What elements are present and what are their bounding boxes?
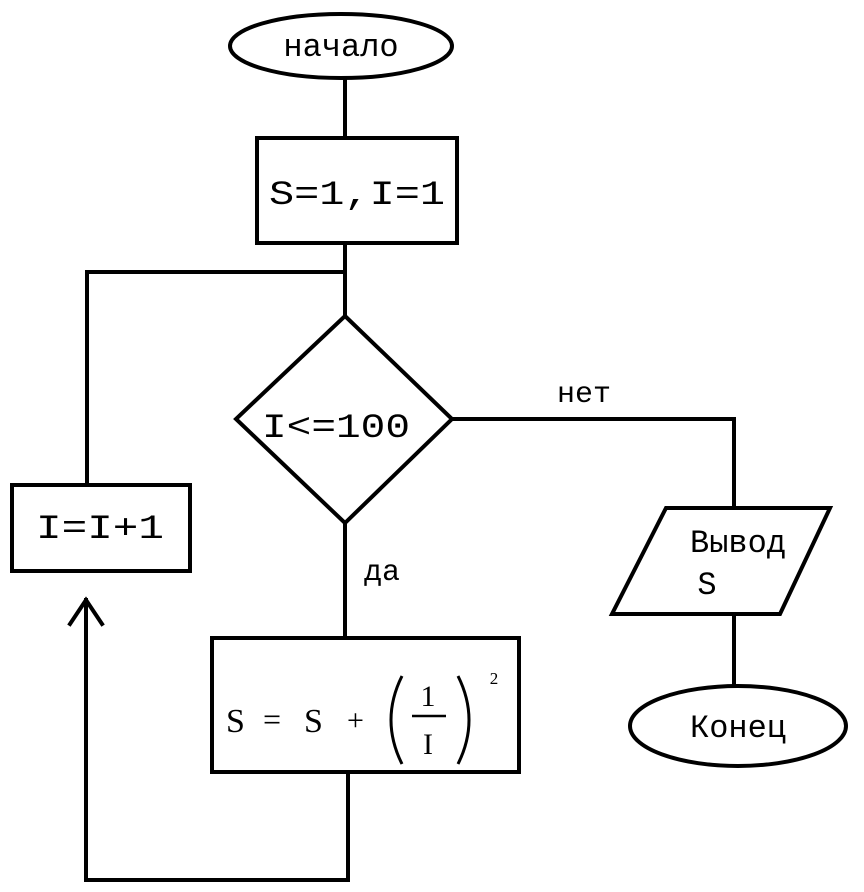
condition-label: I<=100 bbox=[262, 410, 410, 448]
output-parallelogram bbox=[608, 506, 834, 616]
line-loop-bottom bbox=[84, 598, 350, 882]
formula-denominator: I bbox=[423, 728, 433, 761]
connector-lines bbox=[67, 76, 736, 882]
init-process: S=1,I=1 bbox=[255, 136, 459, 245]
start-ellipse bbox=[228, 12, 454, 80]
condition-diamond bbox=[233, 313, 455, 526]
start-terminal: начало bbox=[228, 12, 454, 80]
increment-box bbox=[10, 483, 192, 573]
output-line1: Вывод bbox=[690, 525, 786, 562]
line-loop-top bbox=[85, 270, 347, 487]
line-no-branch bbox=[450, 417, 736, 510]
formula-equals: = bbox=[263, 701, 281, 737]
formula-numerator: 1 bbox=[421, 680, 436, 713]
output-data: Вывод S bbox=[608, 506, 834, 616]
end-label: Конец bbox=[690, 710, 786, 747]
end-ellipse bbox=[628, 684, 848, 768]
arrowhead-up bbox=[67, 596, 105, 627]
formula-exponent: 2 bbox=[490, 669, 499, 688]
end-terminal: Конец bbox=[628, 684, 848, 768]
start-label: начало bbox=[283, 29, 398, 66]
formula-right-paren bbox=[456, 675, 471, 765]
formula-term: S bbox=[304, 703, 323, 740]
output-line2: S bbox=[697, 567, 716, 604]
formula-lhs: S bbox=[226, 703, 245, 740]
init-label: S=1,I=1 bbox=[269, 177, 445, 215]
increment-process: I=I+1 bbox=[10, 483, 192, 573]
branch-no-label: нет bbox=[557, 378, 611, 412]
condition-decision: I<=100 bbox=[233, 313, 455, 526]
formula-box bbox=[210, 636, 521, 774]
branch-yes-label: да bbox=[364, 556, 400, 590]
init-box bbox=[255, 136, 459, 245]
formula-plus: + bbox=[347, 704, 364, 737]
increment-label: I=I+1 bbox=[36, 511, 164, 549]
formula-process: S = S + 1 I 2 bbox=[210, 636, 521, 774]
formula-left-paren bbox=[389, 675, 404, 765]
